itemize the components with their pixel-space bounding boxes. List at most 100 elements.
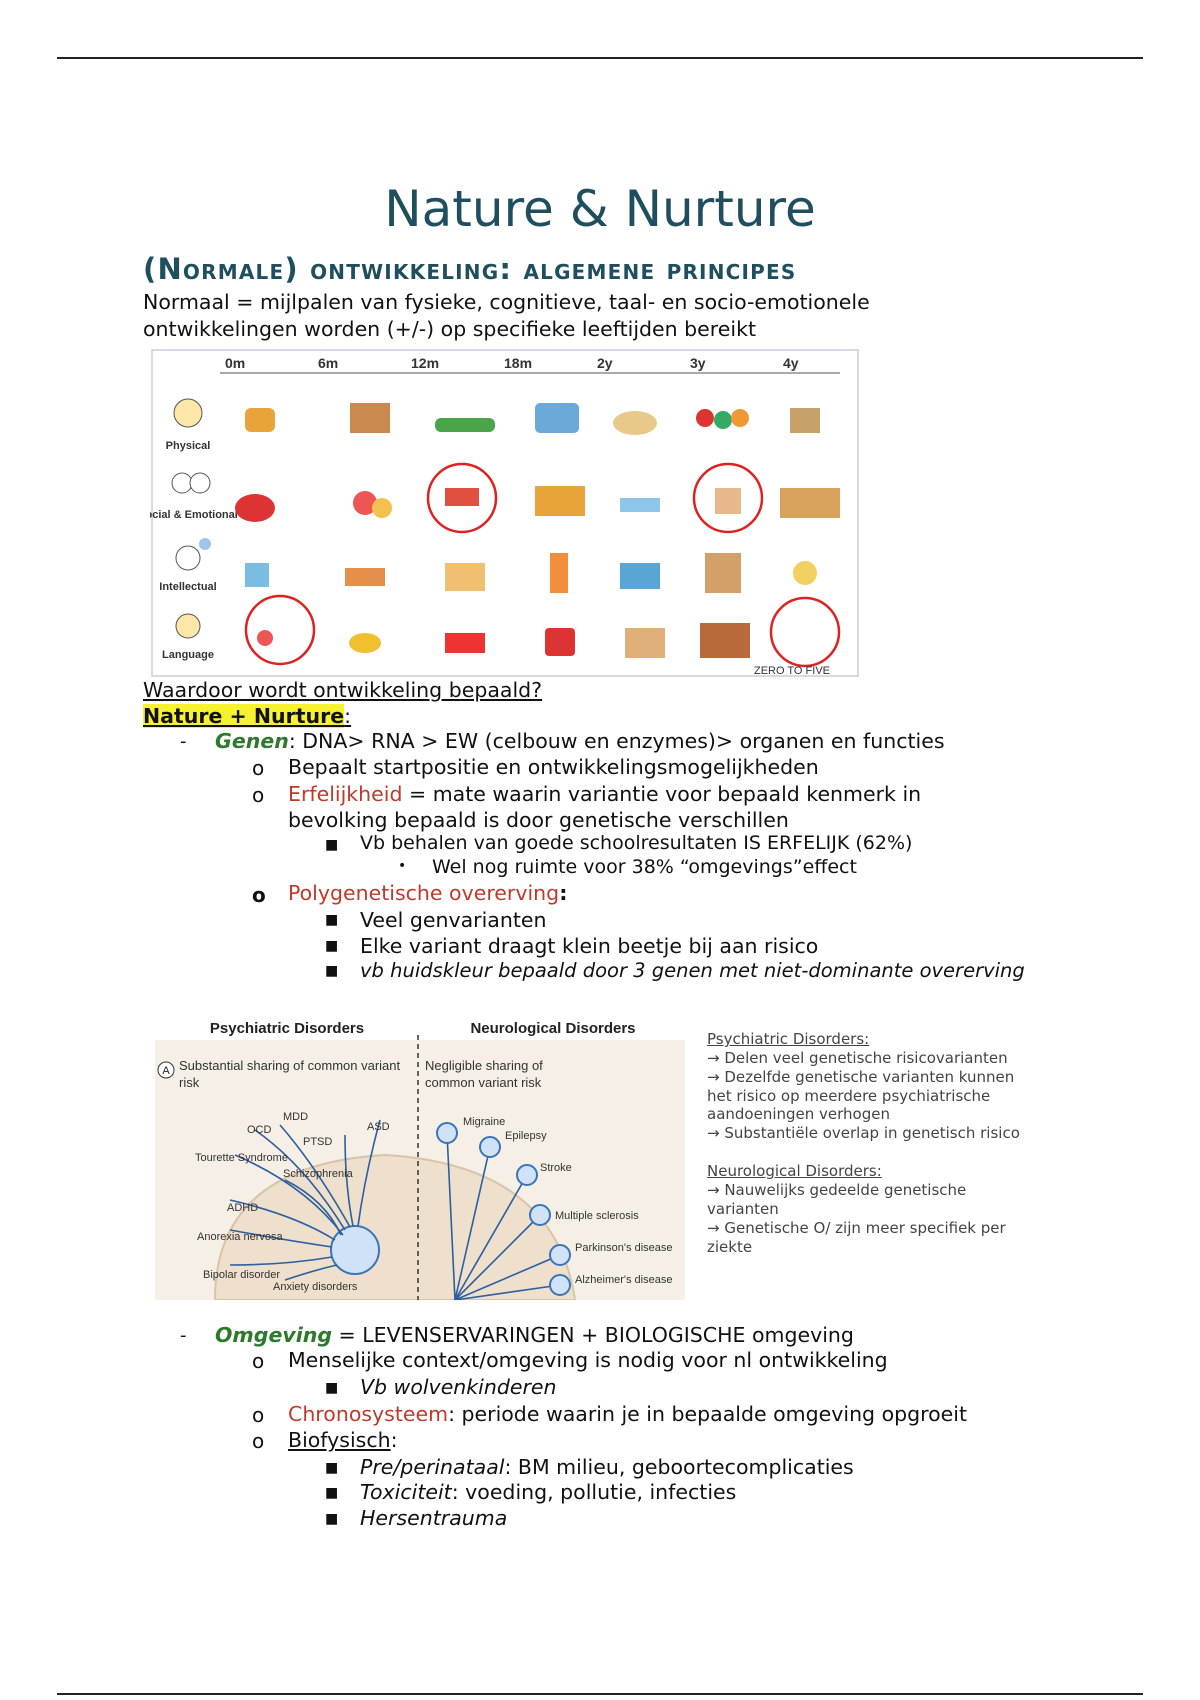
neuro-note-2: varianten <box>707 1200 779 1218</box>
neuro-disorder-label: Multiple sclerosis <box>555 1210 639 1222</box>
neuro-note-1: → Nauwelijks gedeelde genetische <box>707 1181 967 1199</box>
square-bullet-icon: ■ <box>325 1380 339 1396</box>
square-bullet-icon: ■ <box>325 837 339 853</box>
question: Waardoor wordt ontwikkeling bepaald? <box>143 678 543 702</box>
biophysical-point-1: Pre/perinataal: BM milieu, geboortecompl… <box>360 1455 854 1479</box>
square-bullet-icon: ■ <box>325 963 339 979</box>
circle-bullet-icon: o <box>252 783 265 807</box>
age-label: 3y <box>690 355 706 371</box>
environment-text: = LEVENSERVARINGEN + BIOLOGISCHE omgevin… <box>332 1323 854 1347</box>
neuro-figure-caption: Negligible sharing of common variant ris… <box>425 1058 543 1090</box>
polygenic-point-1: Veel genvarianten <box>360 908 547 932</box>
dot-bullet-icon: • <box>398 858 407 874</box>
psych-disorder-label: Tourette Syndrome <box>195 1152 288 1164</box>
age-label: 12m <box>411 355 439 371</box>
square-bullet-icon: ■ <box>325 1460 339 1476</box>
panel-mark: A <box>162 1065 170 1077</box>
psych-disorder-label: OCD <box>247 1124 272 1136</box>
genes-point-1: Bepaalt startpositie en ontwikkelingsmog… <box>288 755 819 779</box>
intro-line-2: ontwikkelingen worden (+/-) op specifiek… <box>143 317 756 341</box>
neuro-notes-heading: Neurological Disorders: <box>707 1162 882 1180</box>
genes-label: Genen <box>215 729 289 753</box>
chronosystem-label: Chronosysteem <box>288 1402 449 1426</box>
psych-notes-heading: Psychiatric Disorders: <box>707 1030 870 1048</box>
section-heading: (Normale) ontwikkeling: algemene princip… <box>143 252 796 286</box>
genetic-sharing-figure: Psychiatric Disorders Neurological Disor… <box>155 1020 685 1300</box>
psych-disorder-label: Schizophrenia <box>283 1168 354 1180</box>
intro-line-1: Normaal = mijlpalen van fysieke, cogniti… <box>143 290 870 314</box>
psych-disorder-label: ASD <box>367 1121 390 1133</box>
nature-nurture-highlight: Nature + Nurture <box>143 704 345 728</box>
psych-disorder-label: Bipolar disorder <box>203 1269 280 1281</box>
circle-bullet-icon: o <box>252 1349 265 1373</box>
neuro-disorder-label: Parkinson's disease <box>575 1242 673 1254</box>
dash-bullet-icon: - <box>180 1325 187 1346</box>
row-label-physical: Physical <box>166 440 211 452</box>
genes-text: : DNA> RNA > EW (celbouw en enzymes)> or… <box>288 729 945 753</box>
neuro-disorder-label: Migraine <box>463 1116 505 1128</box>
chronosystem-line: Chronosysteem: periode waarin je in bepa… <box>288 1402 967 1426</box>
heritability-text-2: bevolking bepaald is door genetische ver… <box>288 808 789 832</box>
neuro-disorder-label: Stroke <box>540 1162 572 1174</box>
footer-rule <box>57 1693 1143 1695</box>
polygenic-point-3: vb huidskleur bepaald door 3 genen met n… <box>360 959 1025 982</box>
circle-bullet-icon: o <box>252 756 265 780</box>
circle-bullet-icon: o <box>252 1429 265 1453</box>
psych-note-5: → Substantiële overlap in genetisch risi… <box>707 1124 1020 1142</box>
psych-disorder-label: PTSD <box>303 1136 332 1148</box>
square-bullet-icon: ■ <box>325 1485 339 1501</box>
neuro-figure-title: Neurological Disorders <box>470 1020 635 1037</box>
age-label: 18m <box>504 355 532 371</box>
psych-disorder-label: MDD <box>283 1111 308 1123</box>
psych-disorder-label: Anorexia nervosa <box>197 1231 283 1243</box>
age-label: 4y <box>783 355 799 371</box>
neuro-disorder-label: Epilepsy <box>505 1130 547 1142</box>
environment-label: Omgeving <box>215 1323 333 1347</box>
neuro-note-4: ziekte <box>707 1238 753 1256</box>
psych-note-1: → Delen veel genetische risicovarianten <box>707 1049 1008 1067</box>
row-labels: Physical Social & Emotional Intellectual… <box>150 398 238 661</box>
header-rule <box>57 57 1143 59</box>
heritability-example-sub: Wel nog ruimte voor 38% “omgevings”effec… <box>432 856 857 878</box>
toy-illustrations <box>235 403 841 668</box>
biophysical-point-3: Hersentrauma <box>360 1506 508 1530</box>
neuro-disorder-label: Alzheimer's disease <box>575 1274 672 1286</box>
polygenic-point-2: Elke variant draagt klein beetje bij aan… <box>360 934 819 958</box>
polygenic-line: Polygenetische overerving: <box>288 881 568 905</box>
square-bullet-icon: ■ <box>325 1511 339 1527</box>
row-label-social: Social & Emotional <box>150 509 238 521</box>
biophysical-point-2: Toxiciteit: voeding, pollutie, infecties <box>360 1480 737 1504</box>
psych-disorder-label: ADHD <box>227 1202 258 1214</box>
heritability-line: Erfelijkheid = mate waarin variantie voo… <box>288 782 921 806</box>
age-label: 2y <box>597 355 613 371</box>
genes-line: Genen: DNA> RNA > EW (celbouw en enzymes… <box>215 729 945 753</box>
psych-figure-title: Psychiatric Disorders <box>210 1020 364 1037</box>
chronosystem-text: : periode waarin je in bepaalde omgeving… <box>448 1402 968 1426</box>
square-bullet-icon: ■ <box>325 938 339 954</box>
dash-bullet-icon: - <box>180 731 187 752</box>
row-label-language: Language <box>162 649 214 661</box>
polygenic-label: Polygenetische overerving <box>288 881 560 905</box>
biophysical-label: Biofysisch <box>288 1428 391 1452</box>
heritability-label: Erfelijkheid <box>288 782 403 806</box>
heritability-example: Vb behalen van goede schoolresultaten IS… <box>360 832 913 854</box>
environment-point-1: Menselijke context/omgeving is nodig voo… <box>288 1348 888 1372</box>
age-label: 6m <box>318 355 338 371</box>
nature-nurture-line: Nature + Nurture: <box>143 704 352 728</box>
neuro-note-3: → Genetische O/ zijn meer specifiek per <box>707 1219 1006 1237</box>
environment-example: Vb wolvenkinderen <box>360 1375 557 1399</box>
figure-watermark: ZERO TO FIVE <box>754 665 830 677</box>
biophysical-line: Biofysisch: <box>288 1428 398 1452</box>
psych-note-2: → Dezelfde genetische varianten kunnen <box>707 1068 1015 1086</box>
circle-bullet-icon: o <box>252 1403 265 1427</box>
circle-bullet-icon: o <box>252 883 266 907</box>
heritability-text-1: = mate waarin variantie voor bepaald ken… <box>402 782 922 806</box>
square-bullet-icon: ■ <box>325 912 339 928</box>
row-label-intellectual: Intellectual <box>159 581 216 593</box>
section-heading-text: (Normale) ontwikkeling: algemene princip… <box>143 252 797 286</box>
page-title: Nature & Nurture <box>384 180 816 238</box>
environment-line: Omgeving = LEVENSERVARINGEN + BIOLOGISCH… <box>215 1323 854 1347</box>
psych-figure-caption: Substantial sharing of common variant ri… <box>179 1058 401 1090</box>
